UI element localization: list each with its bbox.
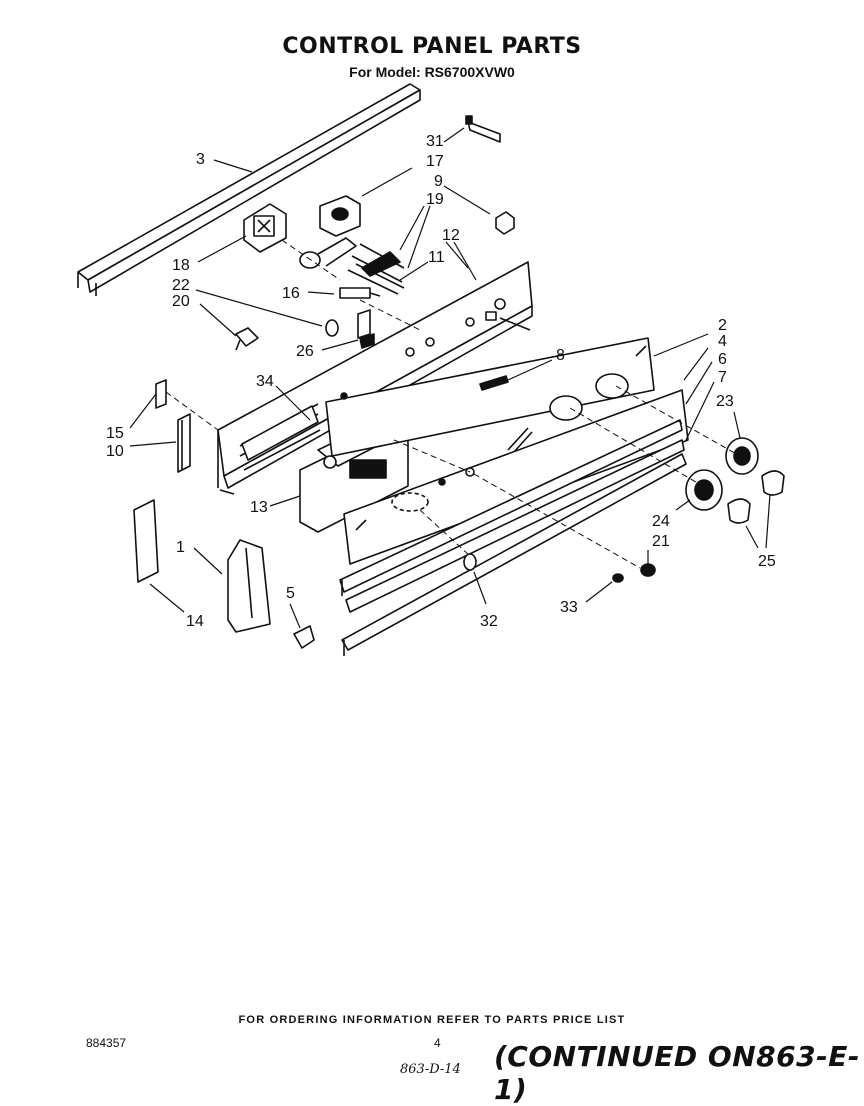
callout-17: 17: [426, 153, 444, 170]
callout-11: 11: [428, 249, 445, 266]
callout-23: 23: [716, 393, 734, 410]
part-34-inner-panel: [241, 405, 321, 471]
callout-9: 9: [434, 173, 443, 190]
part-19-wires: [299, 237, 405, 295]
callout-10: 10: [106, 443, 124, 460]
callout-5: 5: [286, 585, 295, 602]
callout-15: 15: [106, 425, 124, 442]
callout-6: 6: [718, 351, 727, 368]
callout-33: 33: [560, 599, 578, 616]
callout-26: 26: [296, 343, 314, 360]
callout-3: 3: [196, 151, 205, 168]
part-2-glass-panel: [325, 337, 655, 457]
callout-2: 2: [718, 317, 727, 334]
callout-16: 16: [282, 285, 300, 302]
callout-19: 19: [426, 191, 444, 208]
callout-13: 13: [250, 499, 268, 516]
part-1-endcap: [227, 539, 271, 633]
callout-22: 22: [172, 277, 190, 294]
callout-18: 18: [172, 257, 190, 274]
part-20-connector: [235, 327, 259, 351]
part-22-clip: [325, 319, 339, 337]
continued-note: (CONTINUED ON863-E-1): [494, 1040, 860, 1106]
part-5-clip: [293, 625, 315, 649]
callout-8: 8: [556, 347, 565, 364]
handwritten-code: 863-D-14: [400, 1062, 461, 1077]
part-21-screw: [640, 563, 656, 577]
part-18-motor: [243, 203, 287, 253]
callout-32: 32: [480, 613, 498, 630]
callout-20: 20: [172, 293, 190, 310]
document-number: 884357: [86, 1036, 127, 1050]
leader-lines: [129, 127, 771, 629]
callout-31: 31: [426, 133, 444, 150]
callout-25: 25: [758, 553, 776, 570]
page-number: 4: [434, 1036, 441, 1050]
callout-1: 1: [176, 539, 185, 556]
model-subtitle: For Model: RS6700XVW0: [349, 64, 515, 80]
part-4-lower-panel: [343, 389, 689, 565]
part-15-10-bracket: [155, 379, 191, 473]
part-32-spacer: [463, 553, 477, 571]
part-14-side-panel: [133, 499, 159, 583]
callout-21: 21: [652, 533, 670, 550]
part-17-bracket: [319, 195, 361, 237]
callout-4: 4: [718, 333, 727, 350]
callout-12: 12: [442, 227, 460, 244]
part-23-24-dials: [685, 437, 759, 511]
callout-7: 7: [718, 369, 727, 386]
part-31-bracket: [465, 115, 501, 143]
part-33-spring: [612, 573, 624, 583]
ordering-note: FOR ORDERING INFORMATION REFER TO PARTS …: [238, 1014, 626, 1026]
part-25-knobs: [727, 470, 785, 524]
hidden-lines: [165, 239, 741, 569]
part-8-badge: [479, 375, 509, 391]
callout-14: 14: [186, 613, 204, 630]
callout-24: 24: [652, 513, 670, 530]
callout-34: 34: [256, 373, 274, 390]
part-3-top-trim: [77, 83, 421, 296]
diagram-title: CONTROL PANEL PARTS: [282, 34, 582, 59]
part-26-bracket: [357, 309, 375, 349]
part-16-switch: [339, 287, 381, 299]
trim-strips: [339, 419, 687, 656]
part-9-clip: [495, 211, 515, 235]
